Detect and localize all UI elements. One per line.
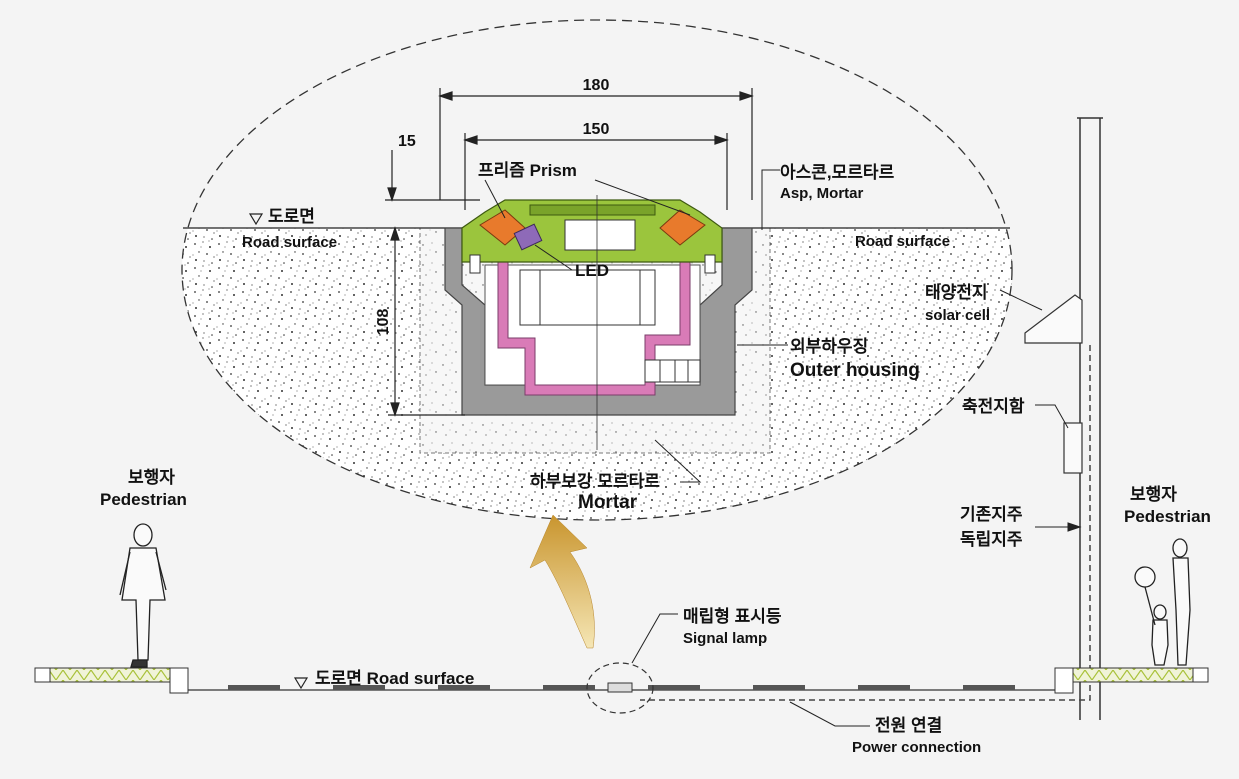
inner-structure bbox=[519, 269, 701, 383]
road-level-marker-bottom bbox=[293, 677, 309, 690]
road-top-ko: 도로면 bbox=[268, 207, 315, 226]
prism-leader-right bbox=[594, 179, 691, 216]
road-markings bbox=[228, 685, 1015, 690]
power-en: Power connection bbox=[852, 739, 981, 756]
power-ko: 전원 연결 bbox=[875, 716, 942, 735]
solar-leader bbox=[999, 289, 1043, 311]
zoom-arrow bbox=[529, 514, 595, 649]
dimension-108-label: 108 bbox=[375, 309, 392, 336]
lamp-en: Signal lamp bbox=[683, 630, 767, 647]
outer-ko: 외부하우징 bbox=[790, 337, 868, 356]
mortar-ko: 하부보강 모르타르 bbox=[530, 472, 660, 491]
top-plate bbox=[529, 204, 656, 216]
pedestrian-left bbox=[119, 523, 167, 668]
dimension-180 bbox=[438, 88, 754, 200]
asp-ko: 아스콘,모르타르 bbox=[780, 163, 895, 182]
led-module bbox=[513, 223, 543, 251]
pole bbox=[1077, 117, 1103, 720]
dimension-15-label: 15 bbox=[398, 133, 416, 150]
road-level-marker bbox=[248, 213, 264, 226]
power-leader bbox=[789, 701, 870, 727]
outer-en: Outer housing bbox=[790, 360, 920, 381]
road-top-en: Road surface bbox=[242, 234, 337, 251]
road-right-en: Road surface bbox=[855, 233, 950, 250]
asp-en: Asp, Mortar bbox=[780, 185, 864, 202]
pole2-ko: 독립지주 bbox=[960, 530, 1023, 549]
asp-leader bbox=[761, 169, 780, 230]
detail-ellipse bbox=[181, 19, 1013, 521]
battery-box bbox=[1063, 422, 1083, 474]
road-bottom-label: 도로면 Road surface bbox=[315, 669, 474, 688]
ped-right-en: Pedestrian bbox=[1124, 507, 1211, 526]
mortar-en: Mortar bbox=[578, 492, 638, 513]
prism-label: 프리즘 Prism bbox=[478, 161, 577, 180]
dimension-150 bbox=[463, 133, 729, 210]
ped-left-ko: 보행자 bbox=[128, 468, 175, 487]
mortar-leader bbox=[654, 439, 702, 483]
power-cable bbox=[640, 345, 1091, 701]
pole-leader bbox=[1035, 522, 1082, 532]
led-label: LED bbox=[575, 261, 609, 280]
ped-left-en: Pedestrian bbox=[100, 490, 187, 509]
center-window bbox=[564, 219, 636, 251]
ped-right-ko: 보행자 bbox=[1130, 485, 1177, 504]
dimension-108 bbox=[388, 226, 465, 417]
prism-leader bbox=[484, 179, 506, 219]
solar-panel bbox=[1024, 294, 1083, 344]
lamp-highlight bbox=[586, 662, 654, 714]
pedestrian-right bbox=[1134, 538, 1191, 666]
battery-leader bbox=[1035, 404, 1069, 429]
dimension-180-label: 180 bbox=[583, 77, 610, 94]
dimension-150-label: 150 bbox=[583, 121, 610, 138]
led-leader bbox=[534, 244, 573, 271]
lamp-ko: 매립형 표시등 bbox=[683, 606, 782, 626]
bolts bbox=[469, 254, 716, 274]
signal-lamp bbox=[607, 682, 633, 693]
battery-ko: 축전지함 bbox=[962, 396, 1025, 416]
dimension-15 bbox=[385, 150, 480, 202]
solar-ko: 태양전지 bbox=[925, 283, 988, 302]
lamp-leader bbox=[631, 613, 678, 664]
pole1-ko: 기존지주 bbox=[960, 505, 1023, 524]
solar-en: solar cell bbox=[925, 307, 990, 324]
prism-right bbox=[659, 209, 706, 246]
